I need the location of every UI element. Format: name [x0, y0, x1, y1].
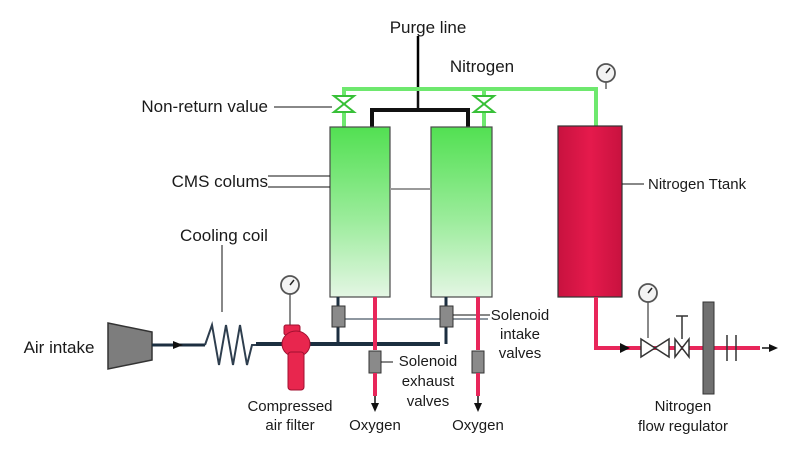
air-intake-icon [107, 322, 153, 370]
filter-gauge-icon [280, 275, 300, 295]
nitrogen-line [342, 78, 607, 128]
label-cms-columns: CMS colums [172, 172, 268, 191]
flow-regulator-plate [702, 301, 715, 395]
non-return-valve-left [331, 95, 357, 113]
purge-manifold [370, 36, 470, 128]
label-air-intake: Air intake [24, 338, 95, 357]
label-compressed-filter-1: Compressed [247, 398, 332, 415]
solenoid-intake-valve-right [439, 305, 454, 328]
label-solenoid-exhaust-3: valves [407, 393, 450, 410]
oxygen-line-left [368, 297, 382, 412]
gate-valve-2-icon [674, 315, 690, 360]
leader-lines [268, 106, 644, 188]
oxygen-line-right [471, 297, 485, 412]
label-solenoid-intake-2: intake [500, 326, 540, 343]
cms-column-left [329, 126, 391, 298]
label-non-return-valve: Non-return value [141, 97, 268, 116]
label-solenoid-intake-1: Solenoid [491, 307, 549, 324]
label-flow-regulator-1: Nitrogen [655, 398, 712, 415]
flow-orifice-icon [726, 335, 737, 361]
solenoid-intake-valve-left [331, 305, 346, 328]
label-oxygen-left: Oxygen [349, 417, 401, 434]
label-compressed-filter-2: air filter [265, 417, 314, 434]
label-solenoid-exhaust-2: exhaust [402, 373, 455, 390]
intake-branches [336, 297, 488, 344]
non-return-valve-right [471, 95, 497, 113]
output-gauge-icon [638, 283, 658, 303]
compressed-air-filter [281, 324, 311, 391]
label-cooling-coil: Cooling coil [180, 226, 268, 245]
label-nitrogen-tank: Nitrogen Ttank [648, 176, 747, 193]
label-nitrogen: Nitrogen [450, 57, 514, 76]
gate-valve-1-icon [640, 337, 670, 359]
cms-column-right [430, 126, 493, 298]
label-solenoid-exhaust-1: Solenoid [399, 353, 457, 370]
label-flow-regulator-2: flow regulator [638, 418, 728, 435]
label-purge-line: Purge line [390, 18, 467, 37]
label-oxygen-right: Oxygen [452, 417, 504, 434]
pressure-gauge-icon [596, 63, 616, 83]
nitrogen-tank [557, 125, 623, 298]
cooling-coil-icon [204, 321, 256, 366]
label-solenoid-intake-3: valves [499, 345, 542, 362]
